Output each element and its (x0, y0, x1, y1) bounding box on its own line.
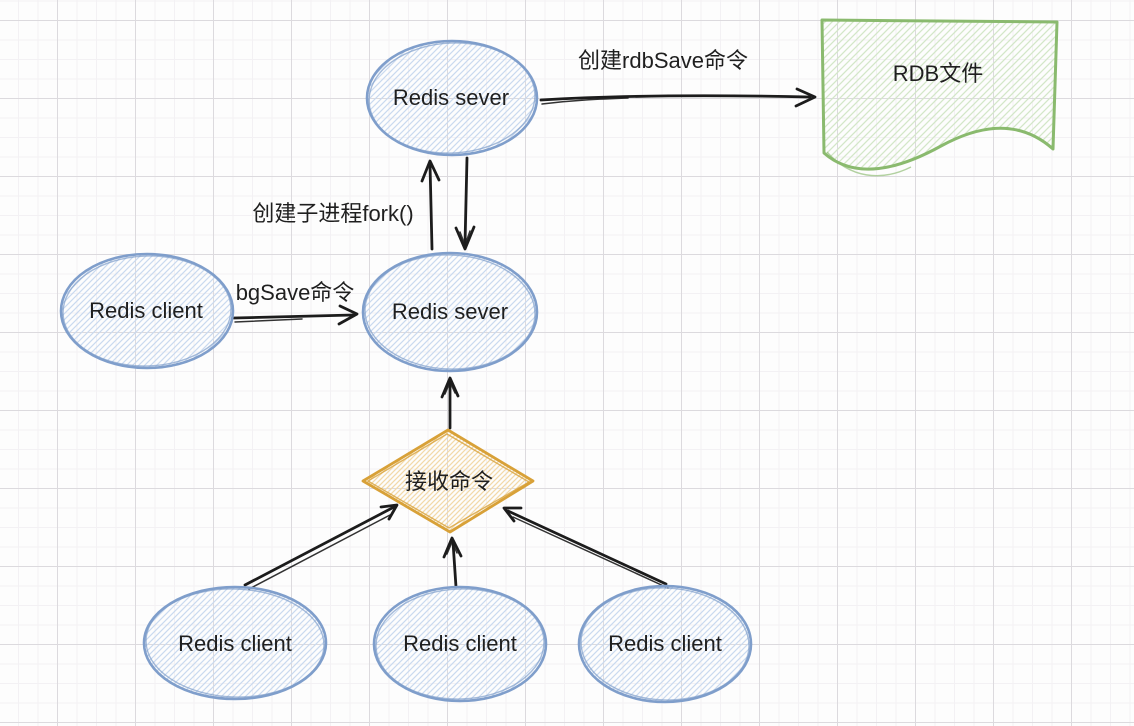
server-mid-ellipse (361, 251, 539, 373)
arrow-bgsave-head (337, 304, 359, 326)
client-left-label: Redis client (89, 298, 203, 323)
arrow-fork-down-head (454, 225, 476, 251)
arrow-create-rdbsave-head (794, 87, 817, 108)
server-top-label: Redis sever (393, 85, 509, 110)
arrow-recv-left-line (243, 505, 396, 587)
arrow-dispatch-head-overdraw (444, 380, 456, 395)
arrow-recv-mid[interactable] (442, 536, 463, 589)
arrow-recv-left[interactable] (243, 503, 399, 590)
arrow-create-rdbsave[interactable] (539, 87, 817, 108)
arrow-fork-up-line (428, 162, 434, 251)
edge-label-fork: 创建子进程fork() (252, 201, 413, 226)
arrow-dispatch-head (440, 376, 460, 399)
arrow-fork-up[interactable] (420, 159, 441, 251)
arrow-bgsave-overdraw (234, 318, 303, 323)
client-bottom-mid-ellipse-overdraw (375, 588, 545, 700)
server-top-ellipse (365, 39, 539, 157)
client-left-ellipse-overdraw (62, 255, 232, 367)
node-client-left[interactable]: Redis client (59, 252, 235, 370)
server-mid-label: Redis sever (392, 299, 508, 324)
node-rdb-file[interactable]: RDB文件 (820, 18, 1059, 177)
arrow-recv-right-overdraw (512, 516, 669, 589)
node-client-bottom-mid[interactable]: Redis client (372, 585, 548, 703)
arrow-dispatch[interactable] (440, 376, 460, 430)
arrow-fork-up-head (420, 159, 441, 183)
arrow-bgsave-line (232, 313, 355, 320)
arrow-fork-down[interactable] (454, 156, 476, 251)
node-server-mid[interactable]: Redis sever (361, 251, 539, 373)
rdb-file-overdraw (826, 151, 912, 177)
node-server-top[interactable]: Redis sever (365, 39, 539, 158)
arrow-recv-right-line (506, 509, 668, 586)
node-decision[interactable]: 接收命令 (361, 428, 535, 534)
client-bottom-right-ellipse (577, 584, 753, 704)
client-bottom-mid-ellipse (372, 585, 548, 703)
client-bottom-right-label: Redis client (608, 631, 722, 656)
decision-diamond (361, 428, 535, 534)
arrow-fork-down-line (463, 156, 469, 246)
edge-label-create-rdbsave: 创建rdbSave命令 (578, 48, 748, 73)
decision-diamond-overdraw (366, 433, 531, 529)
client-bottom-right-ellipse-overdraw (580, 587, 750, 701)
arrow-recv-mid-head-overdraw (446, 540, 458, 555)
client-bottom-mid-label: Redis client (403, 631, 517, 656)
arrow-recv-mid-line (451, 540, 458, 589)
arrow-create-rdbsave-line (539, 94, 812, 102)
arrow-recv-left-overdraw (248, 514, 391, 590)
rdb-file-label: RDB文件 (893, 61, 983, 86)
rdb-file-document (820, 18, 1059, 171)
arrow-create-rdbsave-overdraw (541, 97, 629, 105)
node-client-bottom-right[interactable]: Redis client (577, 584, 753, 704)
arrow-fork-down-head-overdraw (459, 230, 471, 248)
client-left-ellipse (59, 252, 235, 370)
client-bottom-left-label: Redis client (178, 631, 292, 656)
arrow-bgsave[interactable] (232, 304, 359, 326)
arrow-recv-mid-head (442, 536, 463, 559)
arrow-recv-left-head (379, 503, 399, 521)
decision-label: 接收命令 (405, 469, 493, 494)
node-client-bottom-left[interactable]: Redis client (142, 585, 328, 701)
edge-label-bgsave: bgSave命令 (236, 280, 355, 305)
arrow-recv-right[interactable] (502, 506, 669, 589)
server-top-ellipse-overdraw (368, 42, 536, 154)
server-mid-ellipse-overdraw (364, 254, 536, 370)
client-bottom-left-ellipse-overdraw (145, 588, 325, 698)
arrow-recv-right-head (502, 506, 523, 523)
client-bottom-left-ellipse (142, 585, 328, 701)
